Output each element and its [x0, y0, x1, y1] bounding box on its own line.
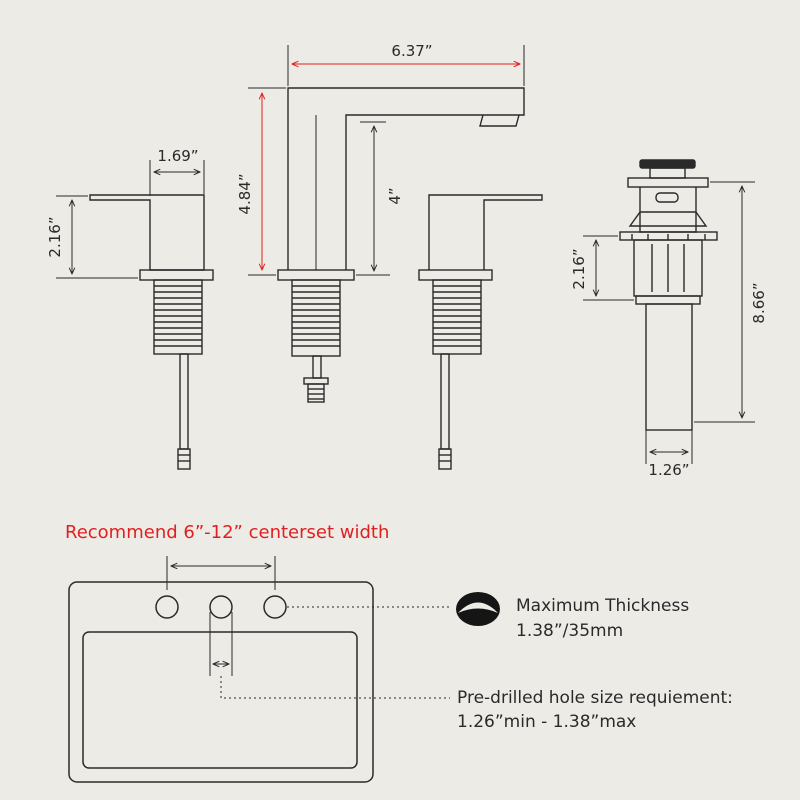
label-drain-total-height: 8.66” — [750, 282, 768, 323]
right-handle-lever — [428, 194, 543, 270]
drain-stopper-stem — [649, 167, 686, 179]
leader-hole-size — [220, 676, 450, 699]
spout-nut — [303, 377, 329, 385]
sink-top-view — [68, 581, 374, 783]
sink-basin — [82, 631, 358, 769]
label-handle-width: 1.69” — [157, 147, 198, 165]
label-drain-flange-height: 2.16” — [570, 248, 588, 289]
sink-hole-left — [155, 595, 179, 619]
right-handle-supply-tube — [440, 353, 450, 450]
center-spout — [277, 87, 525, 403]
spout-body — [287, 87, 525, 270]
spout-threads — [292, 285, 340, 347]
drain-lower-washer — [635, 295, 701, 305]
centerset-recommendation: Recommend 6”-12” centerset width — [65, 522, 389, 543]
left-handle-threaded-shank — [153, 279, 203, 355]
spout-aerator — [479, 114, 520, 127]
right-handle-threaded-shank — [432, 279, 482, 355]
sink-hole-center — [209, 595, 233, 619]
drain-upper-body — [639, 187, 697, 233]
thickness-icon — [456, 592, 500, 626]
right-handle-valve — [418, 194, 543, 470]
spout-fitting — [307, 383, 325, 403]
spout-tube — [312, 355, 322, 379]
left-handle-valve — [89, 194, 214, 470]
sink-hole-right — [263, 595, 287, 619]
hole-size-title: Pre-drilled hole size requiement: — [457, 688, 733, 708]
left-handle-fitting — [177, 448, 191, 470]
drain-overflow-slot — [655, 192, 679, 203]
thickness-title: Maximum Thickness — [516, 596, 689, 616]
left-handle-threads — [154, 285, 202, 347]
label-drain-width: 1.26” — [648, 461, 689, 479]
thickness-value: 1.38”/35mm — [516, 621, 623, 641]
drain-tailpiece — [645, 303, 693, 431]
hole-size-value: 1.26”min - 1.38”max — [457, 712, 636, 732]
label-spout-clearance: 4” — [386, 187, 404, 204]
pop-up-drain — [619, 159, 718, 431]
sink-annotations — [166, 556, 452, 699]
drain-stopper-cap — [639, 159, 696, 169]
drain-cone — [628, 211, 708, 227]
right-handle-threads — [433, 285, 481, 347]
left-handle-supply-tube — [179, 353, 189, 450]
right-handle-base — [418, 269, 493, 281]
label-spout-reach: 6.37” — [391, 42, 432, 60]
right-handle-fitting — [438, 448, 452, 470]
label-spout-height: 4.84” — [236, 173, 254, 214]
label-handle-height: 2.16” — [46, 216, 64, 257]
dimension-lines — [56, 45, 755, 464]
left-handle-base — [139, 269, 214, 281]
spout-base — [277, 269, 355, 281]
left-handle-lever — [89, 194, 205, 271]
sink-outer-rim — [68, 581, 374, 783]
drain-flange — [627, 177, 709, 188]
